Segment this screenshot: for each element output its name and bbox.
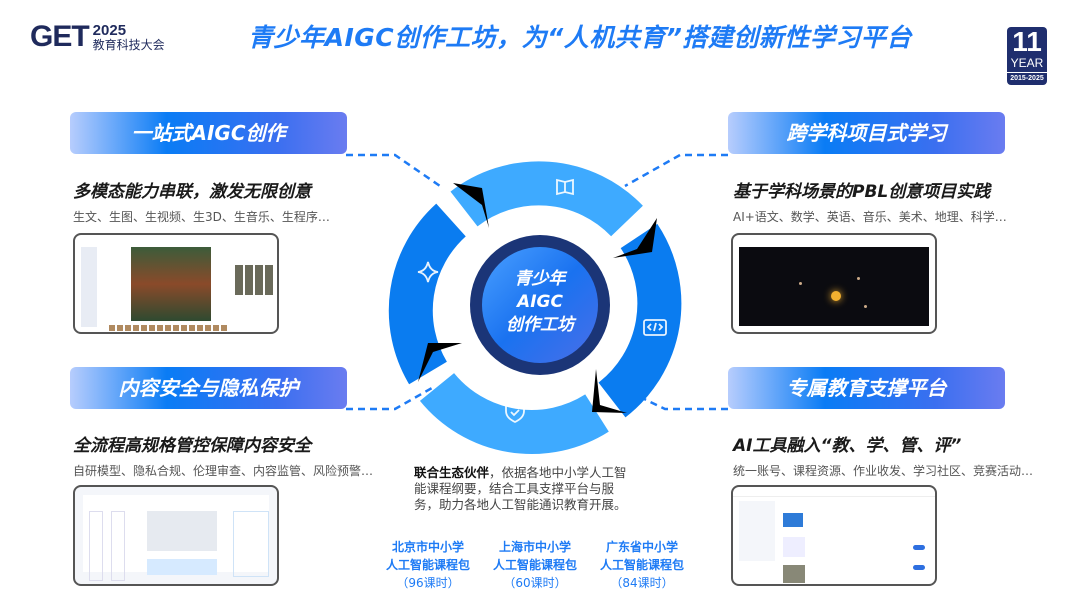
package-beijing: 北京市中小学 人工智能课程包 （96课时） xyxy=(373,538,483,592)
sparkle-icon xyxy=(417,261,439,283)
center-circle xyxy=(482,247,598,363)
chevron-arrows xyxy=(418,183,657,413)
screenshot-safety-flow xyxy=(73,485,279,586)
ring-arc-right xyxy=(598,223,682,418)
section-subtitle: 多模态能力串联，激发无限创意 xyxy=(73,182,311,202)
center-line: 青少年 xyxy=(514,269,566,289)
badge-number: 11 xyxy=(1012,26,1042,57)
section-detail: 自研模型、隐私合规、伦理审查、内容监管、风险预警… xyxy=(73,464,374,478)
package-region: 北京市中小学 xyxy=(391,540,464,554)
connector-tr xyxy=(624,153,728,188)
package-region: 上海市中小学 xyxy=(498,540,571,554)
connector-br xyxy=(639,395,728,411)
screenshot-solar-system xyxy=(731,233,937,334)
ring-arc-left xyxy=(388,203,467,385)
partner-bold: 联合生态伙伴 xyxy=(414,465,490,480)
package-guangdong: 广东省中小学 人工智能课程包 （84课时） xyxy=(587,538,697,592)
section-subtitle: 基于学科场景的PBL创意项目实践 xyxy=(733,182,991,202)
section-pill-safety: 内容安全与隐私保护 xyxy=(70,367,347,409)
partner-text: ，依据各地中小学人工智能课程纲要，结合工具支撑平台与服务，助力各地人工智能通识教… xyxy=(414,465,627,512)
package-name: 人工智能课程包 xyxy=(599,558,684,572)
badge-word: YEAR xyxy=(1010,56,1044,70)
section-detail: 生文、生图、生视频、生3D、生音乐、生程序… xyxy=(73,210,330,224)
section-detail: AI+语文、数学、英语、音乐、美术、地理、科学… xyxy=(733,210,1007,224)
logo-name: 教育科技大会 xyxy=(92,37,165,52)
section-subtitle: AI工具融入“教、学、管、评” xyxy=(733,436,962,456)
screenshot-creation-tool xyxy=(73,233,279,334)
partner-description: 联合生态伙伴，依据各地中小学人工智能课程纲要，结合工具支撑平台与服务，助力各地人… xyxy=(414,465,634,513)
chevron-arrow-icon xyxy=(613,218,657,258)
logo-mark: GET xyxy=(30,20,90,53)
chevron-arrow-icon xyxy=(453,183,489,228)
anniversary-badge: 11 YEAR 2015-2025 xyxy=(1007,27,1047,85)
center-line: AIGC xyxy=(517,292,563,312)
badge-range: 2015-2025 xyxy=(1007,72,1047,82)
ring-arc-top xyxy=(450,161,643,237)
package-name: 人工智能课程包 xyxy=(385,558,470,572)
chevron-arrow-icon xyxy=(418,343,462,382)
connector-bl xyxy=(346,386,433,411)
connector-tl xyxy=(346,153,441,188)
section-pill-platform: 专属教育支撑平台 xyxy=(728,367,1005,409)
section-detail: 统一账号、课程资源、作业收发、学习社区、竞赛活动… xyxy=(733,464,1034,478)
package-hours: （60课时） xyxy=(503,576,567,590)
book-icon xyxy=(556,178,574,196)
package-region: 广东省中小学 xyxy=(605,540,678,554)
ring-arc-bottom xyxy=(419,372,609,454)
package-shanghai: 上海市中小学 人工智能课程包 （60课时） xyxy=(480,538,590,592)
package-hours: （96课时） xyxy=(396,576,460,590)
section-subtitle: 全流程高规格管控保障内容安全 xyxy=(73,436,311,456)
package-name: 人工智能课程包 xyxy=(492,558,577,572)
section-pill-pbl: 跨学科项目式学习 xyxy=(728,112,1005,154)
section-pill-aigc-creation: 一站式AIGC创作 xyxy=(70,112,347,154)
connector-lines xyxy=(346,153,728,411)
center-line: 创作工坊 xyxy=(506,315,574,335)
shield-check-icon xyxy=(505,401,525,424)
center-label: 青少年 AIGC 创作工坊 xyxy=(480,268,600,337)
screenshot-edu-platform xyxy=(731,485,937,586)
code-icon xyxy=(643,319,667,336)
page-title: 青少年AIGC创作工坊，为“人机共育”搭建创新性学习平台 xyxy=(248,23,912,52)
package-hours: （84课时） xyxy=(610,576,674,590)
chevron-arrow-icon xyxy=(592,369,627,413)
logo-year: 2025 xyxy=(92,21,127,39)
